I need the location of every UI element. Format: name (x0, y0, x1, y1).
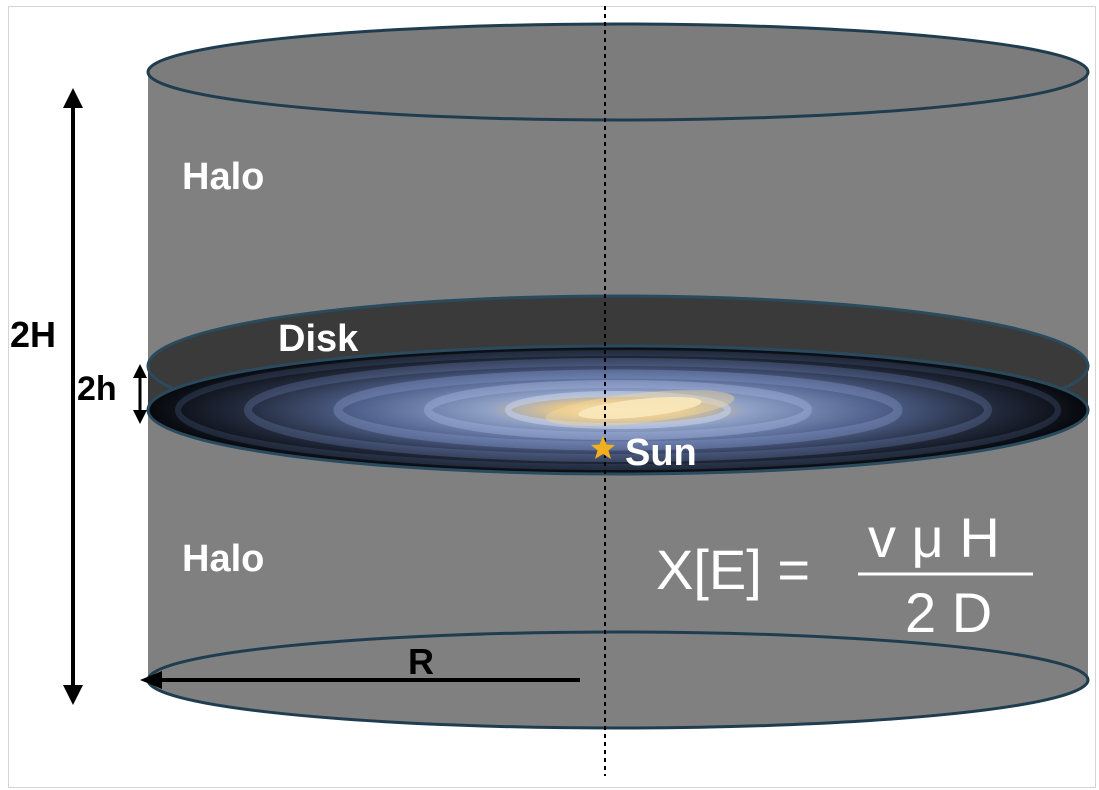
big-height-arrow (63, 88, 83, 705)
milky-way-galaxy (146, 344, 1090, 476)
radius-label: R (408, 641, 434, 682)
disk-label: Disk (278, 318, 359, 360)
halo-top-cap (146, 22, 1090, 122)
halo-top-label: Halo (182, 156, 265, 198)
formula-denominator: 2 D (905, 581, 993, 644)
formula-lhs: X[E] = (656, 538, 811, 601)
big-height-label: 2H (10, 314, 57, 355)
sun-label: Sun (625, 432, 697, 474)
star-icon (591, 436, 615, 459)
radius-arrow (140, 671, 580, 689)
formula-numerator: v μ H (868, 506, 1000, 569)
halo-bottom-label: Halo (182, 538, 265, 580)
small-height-arrow (133, 364, 147, 424)
small-height-label: 2h (77, 370, 117, 408)
